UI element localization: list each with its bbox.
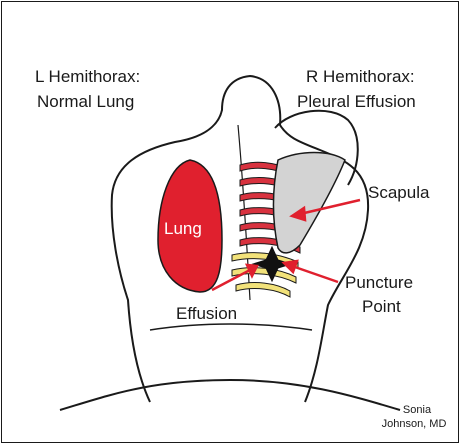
left-hemithorax-title: L Hemithorax: xyxy=(35,66,140,87)
left-hemithorax-subtitle: Normal Lung xyxy=(37,91,134,112)
lung-label: Lung xyxy=(164,218,202,239)
right-hemithorax-title: R Hemithorax: xyxy=(306,66,415,87)
credit-line2: Johnson, MD xyxy=(374,417,454,431)
right-hemithorax-subtitle: Pleural Effusion xyxy=(297,91,416,112)
scapula-label: Scapula xyxy=(368,182,429,203)
puncture-label-line2: Point xyxy=(362,296,401,317)
credit-line1: Sonia xyxy=(386,403,448,417)
effusion-label: Effusion xyxy=(176,303,237,324)
torso-outline xyxy=(112,76,368,402)
puncture-label-line1: Puncture xyxy=(345,272,413,293)
